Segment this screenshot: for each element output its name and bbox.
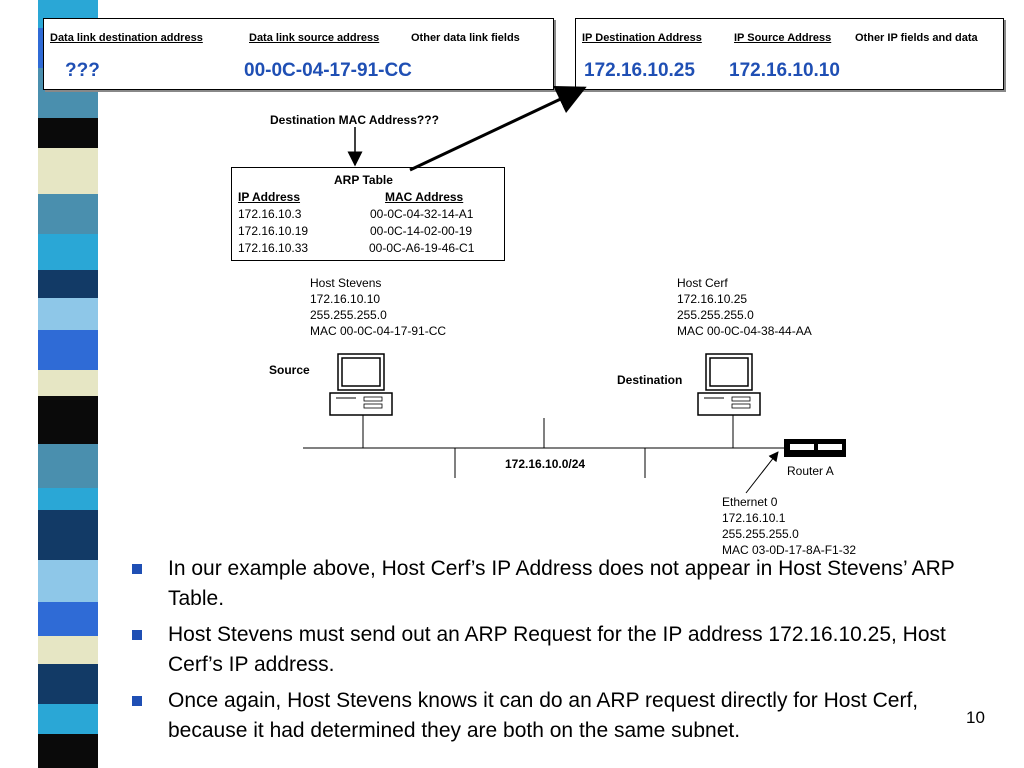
router-icon xyxy=(784,439,846,457)
dl-src-value: 00-0C-04-17-91-CC xyxy=(244,60,412,81)
arp-to-ip-frame-arrow xyxy=(409,85,587,172)
router-name: Router A xyxy=(787,464,834,478)
arp-table xyxy=(231,167,505,261)
stripe xyxy=(38,704,98,734)
ip-dest-header: IP Destination Address xyxy=(582,32,702,44)
bullet-text: Host Stevens must send out an ARP Reques… xyxy=(168,623,946,676)
stripe xyxy=(38,234,98,270)
host-cerf-computer-icon xyxy=(697,353,761,416)
stripe xyxy=(38,560,98,602)
bullet-text: In our example above, Host Cerf’s IP Add… xyxy=(168,557,955,610)
ip-src-header: IP Source Address xyxy=(734,32,832,44)
host-cerf-mac: MAC 00-0C-04-38-44-AA xyxy=(677,324,812,338)
router-ip: 172.16.10.1 xyxy=(722,511,786,525)
stripe xyxy=(38,602,98,636)
stripe xyxy=(38,194,98,234)
host-cerf-name: Host Cerf xyxy=(677,276,728,290)
dl-src-header: Data link source address xyxy=(249,32,380,44)
data-link-frame-box xyxy=(43,18,554,90)
dl-dest-value: ??? xyxy=(65,60,100,81)
arp-row-mac: 00-0C-A6-19-46-C1 xyxy=(369,241,475,255)
host-stevens-mac: MAC 00-0C-04-17-91-CC xyxy=(310,324,447,338)
bullet-item: In our example above, Host Cerf’s IP Add… xyxy=(128,554,998,614)
arp-table-title: ARP Table xyxy=(334,173,393,187)
dl-other-header: Other data link fields xyxy=(411,32,520,44)
host-stevens-ip: 172.16.10.10 xyxy=(310,292,381,306)
router-mask: 255.255.255.0 xyxy=(722,527,799,541)
arp-row-ip: 172.16.10.19 xyxy=(238,224,309,238)
ip-src-value: 172.16.10.10 xyxy=(729,60,840,81)
destination-label: Destination xyxy=(617,373,683,387)
router-iface-pointer xyxy=(745,451,779,494)
arp-row-mac: 00-0C-04-32-14-A1 xyxy=(370,207,474,221)
host-cerf-ip: 172.16.10.25 xyxy=(677,292,748,306)
stripe xyxy=(38,148,98,194)
arp-row-ip: 172.16.10.3 xyxy=(238,207,302,221)
stripe xyxy=(38,664,98,704)
stripe xyxy=(38,488,98,510)
stripe xyxy=(38,444,98,488)
stripe xyxy=(38,270,98,298)
stripe xyxy=(38,396,98,444)
stripe xyxy=(38,734,98,768)
dest-mac-question: Destination MAC Address??? xyxy=(270,113,439,127)
bullet-square-icon xyxy=(132,696,142,706)
network-label: 172.16.10.0/24 xyxy=(505,457,586,471)
source-label: Source xyxy=(269,363,310,377)
stripe xyxy=(38,370,98,396)
stripe xyxy=(38,510,98,560)
router-iface: Ethernet 0 xyxy=(722,495,778,509)
bullet-square-icon xyxy=(132,630,142,640)
arp-col-mac: MAC Address xyxy=(385,190,464,204)
arp-row-mac: 00-0C-14-02-00-19 xyxy=(370,224,473,238)
host-cerf-mask: 255.255.255.0 xyxy=(677,308,754,322)
stripe xyxy=(38,298,98,330)
router-mac: MAC 03-0D-17-8A-F1-32 xyxy=(722,543,857,557)
page-number: 10 xyxy=(966,708,985,727)
dl-dest-header: Data link destination address xyxy=(50,32,203,44)
stripe xyxy=(38,118,98,148)
arp-row-ip: 172.16.10.33 xyxy=(238,241,309,255)
stripe xyxy=(38,636,98,664)
bullet-item: Once again, Host Stevens knows it can do… xyxy=(128,686,998,746)
bullet-text: Once again, Host Stevens knows it can do… xyxy=(168,689,919,742)
host-stevens-computer-icon xyxy=(329,353,393,416)
ip-other-header: Other IP fields and data xyxy=(855,32,978,44)
bullet-item: Host Stevens must send out an ARP Reques… xyxy=(128,620,998,680)
bullet-list: In our example above, Host Cerf’s IP Add… xyxy=(128,554,998,752)
host-stevens-mask: 255.255.255.0 xyxy=(310,308,387,322)
stripe xyxy=(38,330,98,370)
host-stevens-name: Host Stevens xyxy=(310,276,382,290)
bullet-square-icon xyxy=(132,564,142,574)
ip-frame-box xyxy=(575,18,1004,90)
arp-col-ip: IP Address xyxy=(238,190,301,204)
ip-dest-value: 172.16.10.25 xyxy=(584,60,695,81)
